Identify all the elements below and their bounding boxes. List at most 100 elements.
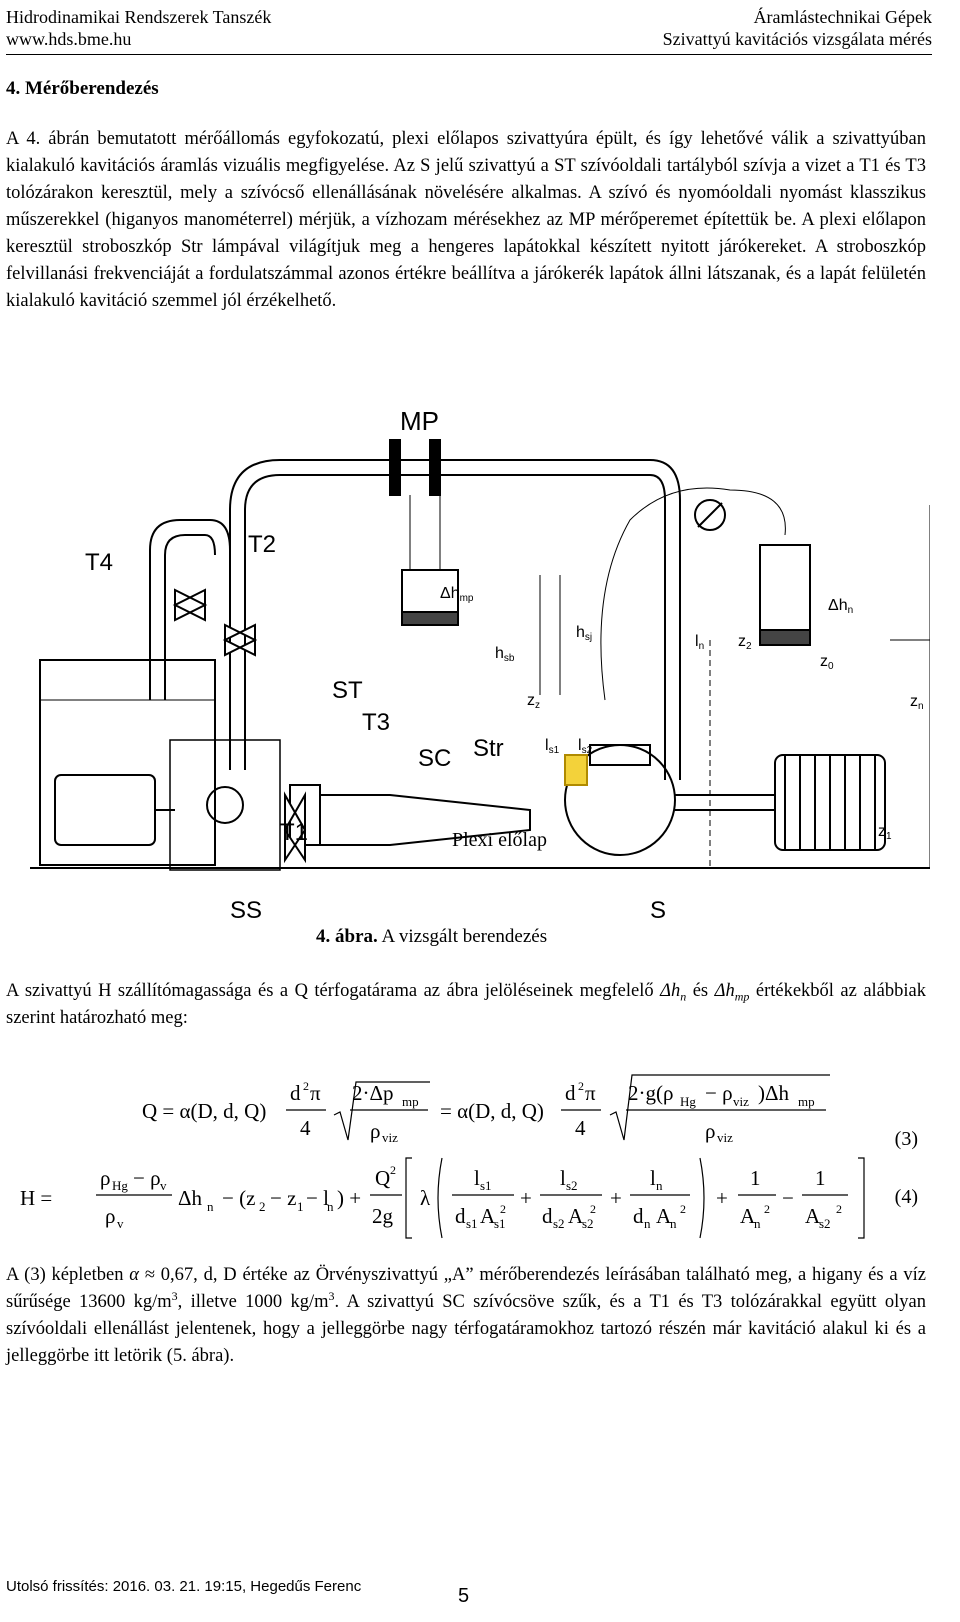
label-zn: zn [910, 693, 924, 712]
svg-text:4: 4 [300, 1116, 311, 1140]
svg-text:s1: s1 [494, 1216, 506, 1231]
svg-text:s2: s2 [582, 1216, 594, 1231]
svg-text:d: d [542, 1204, 553, 1228]
svg-text:= α(D, d, Q): = α(D, d, Q) [440, 1099, 544, 1123]
paragraph-formula-intro: A szivattyú H szállítómagassága és a Q t… [6, 978, 926, 1032]
label-dhmp: Δhmp [440, 585, 474, 604]
label-z0: z0 [820, 653, 834, 672]
svg-text:+: + [610, 1186, 622, 1210]
label-dhn: Δhn [828, 597, 853, 616]
svg-text:+: + [716, 1186, 728, 1210]
svg-text:2: 2 [500, 1202, 506, 1216]
equation-3-number: (3) [894, 1128, 918, 1150]
label-str: Str [473, 735, 504, 762]
svg-text:2·g(ρ: 2·g(ρ [628, 1081, 673, 1105]
svg-text:mp: mp [798, 1094, 815, 1109]
svg-text:n: n [754, 1216, 761, 1231]
label-z2: z2 [738, 633, 752, 652]
svg-text:s2: s2 [566, 1178, 578, 1193]
symbol-dh-n: Δhn [660, 981, 687, 1004]
symbol-alpha: α [129, 1265, 139, 1285]
svg-text:v: v [160, 1178, 167, 1193]
p3-text-a: A (3) képletben [6, 1265, 130, 1285]
p2-text-c: értékekből az alábbiak szerint határozha… [6, 981, 926, 1028]
caption-number: 4. ábra. [316, 926, 378, 947]
svg-text:n: n [207, 1199, 214, 1214]
label-t1: T1 [280, 819, 308, 846]
label-hsb: hsb [495, 645, 515, 664]
sup-3-b: 3 [328, 1288, 335, 1303]
dept-name: Hidrodinamikai Rendszerek Tanszék [6, 7, 272, 27]
svg-text:s2: s2 [553, 1216, 565, 1231]
svg-text:1: 1 [297, 1199, 304, 1214]
svg-text:π: π [585, 1081, 596, 1105]
header-rule [6, 54, 932, 55]
svg-text:Hg: Hg [680, 1094, 696, 1109]
svg-text:A: A [740, 1204, 756, 1228]
section-title: 4. Mérőberendezés [6, 78, 159, 99]
svg-text:− z: − z [270, 1186, 296, 1210]
label-t2: T2 [248, 531, 276, 558]
svg-text:A: A [568, 1204, 584, 1228]
equation-4-number: (4) [894, 1186, 918, 1208]
label-ln: ln [695, 633, 704, 652]
svg-text:ρ: ρ [100, 1166, 110, 1190]
svg-text:+: + [520, 1186, 532, 1210]
label-ss: SS [230, 897, 262, 924]
svg-text:2·Δp: 2·Δp [352, 1081, 394, 1105]
svg-text:mp: mp [402, 1094, 419, 1109]
label-mp: MP [400, 406, 439, 436]
page-number: 5 [458, 1585, 470, 1607]
svg-text:l: l [560, 1166, 566, 1190]
svg-text:2: 2 [390, 1163, 396, 1177]
svg-text:2g: 2g [372, 1204, 394, 1228]
p2-text-b: és [686, 981, 715, 1001]
label-t3: T3 [362, 709, 390, 736]
svg-text:ρ: ρ [370, 1119, 380, 1143]
svg-text:viz: viz [733, 1094, 749, 1109]
svg-text:s2: s2 [819, 1216, 831, 1231]
svg-text:s1: s1 [466, 1216, 478, 1231]
svg-text:2: 2 [259, 1199, 266, 1214]
svg-text:l: l [474, 1166, 480, 1190]
svg-text:4: 4 [575, 1116, 586, 1140]
svg-text:) +: ) + [337, 1186, 361, 1210]
label-ls2: ls2 [578, 737, 593, 756]
svg-text:l: l [650, 1166, 656, 1190]
svg-text:A: A [656, 1204, 672, 1228]
caption-text: A vizsgált berendezés [377, 926, 548, 947]
svg-text:n: n [670, 1216, 677, 1231]
header-right: Áramlástechnikai Gépek Szivattyú kavitác… [663, 6, 932, 50]
svg-text:d: d [565, 1081, 576, 1105]
subject-name: Áramlástechnikai Gépek [753, 7, 932, 27]
svg-text:−: − [782, 1186, 794, 1210]
svg-text:− ρ: − ρ [133, 1166, 161, 1190]
symbol-dh-mp: Δhmp [714, 981, 750, 1004]
svg-text:H =: H = [20, 1186, 52, 1210]
svg-text:− (z: − (z [222, 1186, 255, 1210]
svg-text:π: π [310, 1081, 321, 1105]
svg-text:d: d [455, 1204, 466, 1228]
svg-text:1: 1 [750, 1166, 761, 1190]
p3-text-d: . A szivattyú SC szívócsöve szűk, és a T… [6, 1292, 926, 1366]
label-s: S [650, 897, 666, 924]
svg-text:Q: Q [375, 1166, 390, 1190]
svg-text:)Δh: )Δh [758, 1081, 789, 1105]
svg-text:viz: viz [717, 1130, 733, 1145]
label-zz: zz [527, 692, 540, 711]
svg-text:2: 2 [836, 1202, 842, 1216]
header-left: Hidrodinamikai Rendszerek Tanszék www.hd… [6, 6, 271, 50]
p3-text-c: , illetve 1000 kg/m [177, 1292, 329, 1312]
svg-text:ρ: ρ [105, 1204, 115, 1228]
svg-text:2: 2 [578, 1079, 584, 1093]
svg-text:− ρ: − ρ [705, 1081, 733, 1105]
website-url[interactable]: www.hds.bme.hu [6, 29, 132, 49]
test-rig-diagram: MP T4 T2 ST T3 SC Str T1 SS S Plexi elől… [30, 406, 930, 924]
svg-text:d: d [290, 1081, 301, 1105]
sup-3-a: 3 [171, 1288, 178, 1303]
svg-text:A: A [480, 1204, 496, 1228]
lab-name: Szivattyú kavitációs vizsgálata mérés [662, 29, 932, 49]
label-hsj: hsj [576, 624, 592, 643]
figure-caption: 4. ábra. A vizsgált berendezés [316, 926, 547, 948]
